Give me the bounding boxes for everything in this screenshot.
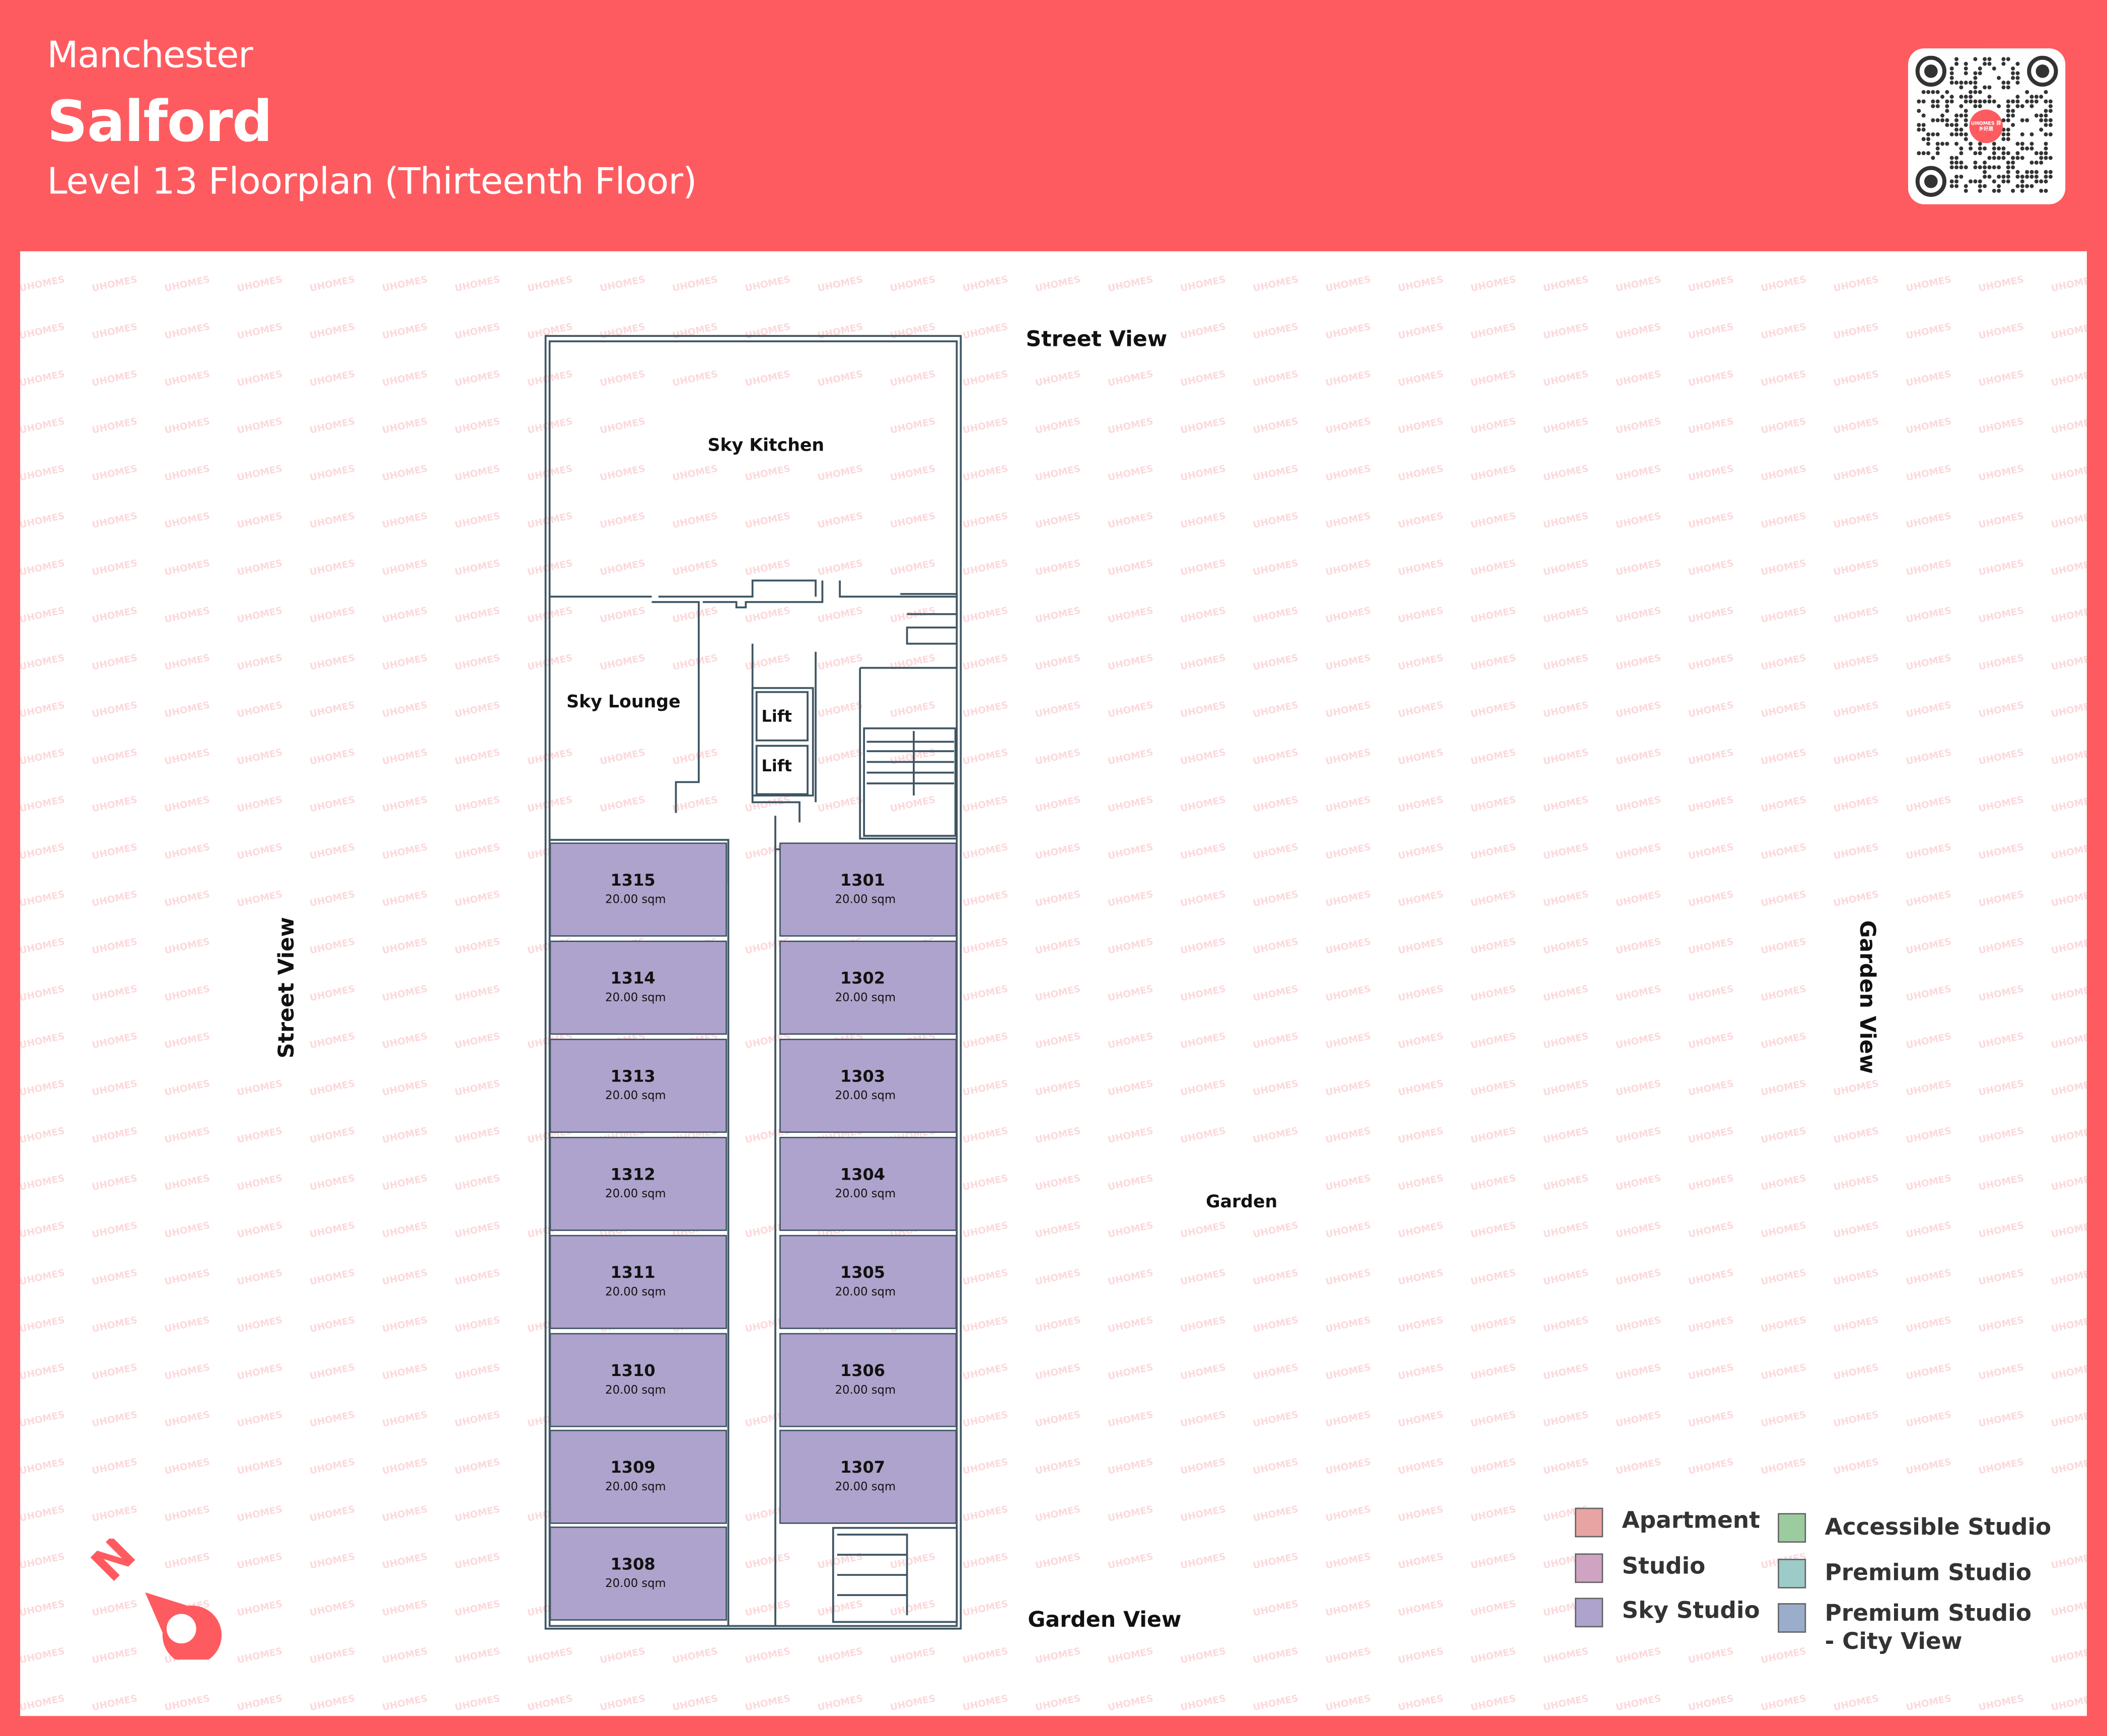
room-1309[interactable]: 1309 20.00 sqm [549,1429,727,1524]
room-number: 1306 [840,1361,886,1381]
room-number: 1312 [610,1165,656,1184]
view-label-top: Street View [1026,326,1168,351]
room-1306[interactable]: 1306 20.00 sqm [779,1333,957,1427]
sky-kitchen-label: Sky Kitchen [707,436,825,457]
room-1302[interactable]: 1302 20.00 sqm [779,941,957,1035]
room-area: 20.00 sqm [605,1090,666,1104]
legend-label: Premium Studio [1825,1560,2031,1587]
legend-label: Premium Studio - City View [1825,1600,2031,1656]
room-number: 1304 [840,1165,886,1184]
legend-label: Accessible Studio [1825,1514,2052,1542]
room-number: 1310 [610,1361,656,1381]
room-number: 1305 [840,1263,886,1282]
room-area: 20.00 sqm [835,1090,896,1104]
compass-label: N [87,1539,146,1592]
sky-lounge-label: Sky Lounge [566,692,681,713]
legend-label: Sky Studio [1622,1598,1760,1625]
view-label-left: Street View [273,917,299,1059]
room-area: 20.00 sqm [835,991,896,1005]
qr-code: UHOMES 异乡好居 [1908,48,2066,204]
room-1310[interactable]: 1310 20.00 sqm [549,1333,727,1427]
room-1312[interactable]: 1312 20.00 sqm [549,1136,727,1231]
room-number: 1301 [840,871,886,890]
lift-label: Lift [761,706,792,726]
room-number: 1313 [610,1067,656,1086]
legend-label: Studio [1622,1553,1706,1580]
city-title: Manchester [47,35,253,77]
building-walls [544,335,962,1630]
room-number: 1308 [610,1555,656,1574]
room-1303[interactable]: 1303 20.00 sqm [779,1039,957,1133]
legend-swatch [1575,1553,1604,1583]
room-area: 20.00 sqm [605,991,666,1005]
room-number: 1309 [610,1458,656,1477]
room-area: 20.00 sqm [605,893,666,907]
room-1308[interactable]: 1308 20.00 sqm [549,1526,727,1621]
legend-swatch [1575,1507,1604,1538]
room-area: 20.00 sqm [605,1286,666,1299]
room-area: 20.00 sqm [605,1577,666,1592]
north-arrow-icon: N [87,1539,222,1660]
qr-code-icon [1915,55,2058,197]
legend-swatch [1778,1559,1806,1588]
room-number: 1302 [840,969,886,988]
view-label-bottom: Garden View [1028,1606,1182,1632]
room-1315[interactable]: 1315 20.00 sqm [549,842,727,937]
room-area: 20.00 sqm [835,1286,896,1299]
room-area: 20.00 sqm [605,1384,666,1398]
area-title: Salford [47,89,272,155]
room-number: 1303 [840,1067,886,1086]
room-1304[interactable]: 1304 20.00 sqm [779,1136,957,1231]
room-1301[interactable]: 1301 20.00 sqm [779,842,957,937]
room-number: 1315 [610,871,656,890]
room-1314[interactable]: 1314 20.00 sqm [549,941,727,1035]
room-1311[interactable]: 1311 20.00 sqm [549,1235,727,1329]
view-label-right: Garden View [1855,920,1881,1074]
legend-swatch [1575,1598,1604,1628]
room-area: 20.00 sqm [605,1188,666,1202]
room-1313[interactable]: 1313 20.00 sqm [549,1039,727,1133]
room-area: 20.00 sqm [835,1481,896,1494]
room-area: 20.00 sqm [835,1188,896,1202]
qr-logo-text: UHOMES 异乡好居 [1971,120,2001,132]
room-number: 1307 [840,1458,886,1477]
legend-swatch [1778,1603,1806,1633]
room-area: 20.00 sqm [835,893,896,907]
level-title: Level 13 Floorplan (Thirteenth Floor) [47,161,697,203]
room-1305[interactable]: 1305 20.00 sqm [779,1235,957,1329]
legend-label: Apartment [1622,1507,1760,1535]
room-number: 1314 [610,969,656,988]
legend-swatch [1778,1513,1806,1543]
room-1307[interactable]: 1307 20.00 sqm [779,1429,957,1524]
lift-label: Lift [761,756,792,776]
room-number: 1311 [610,1263,656,1282]
garden-label: Garden [1206,1192,1278,1213]
room-area: 20.00 sqm [605,1481,666,1494]
room-area: 20.00 sqm [835,1384,896,1398]
